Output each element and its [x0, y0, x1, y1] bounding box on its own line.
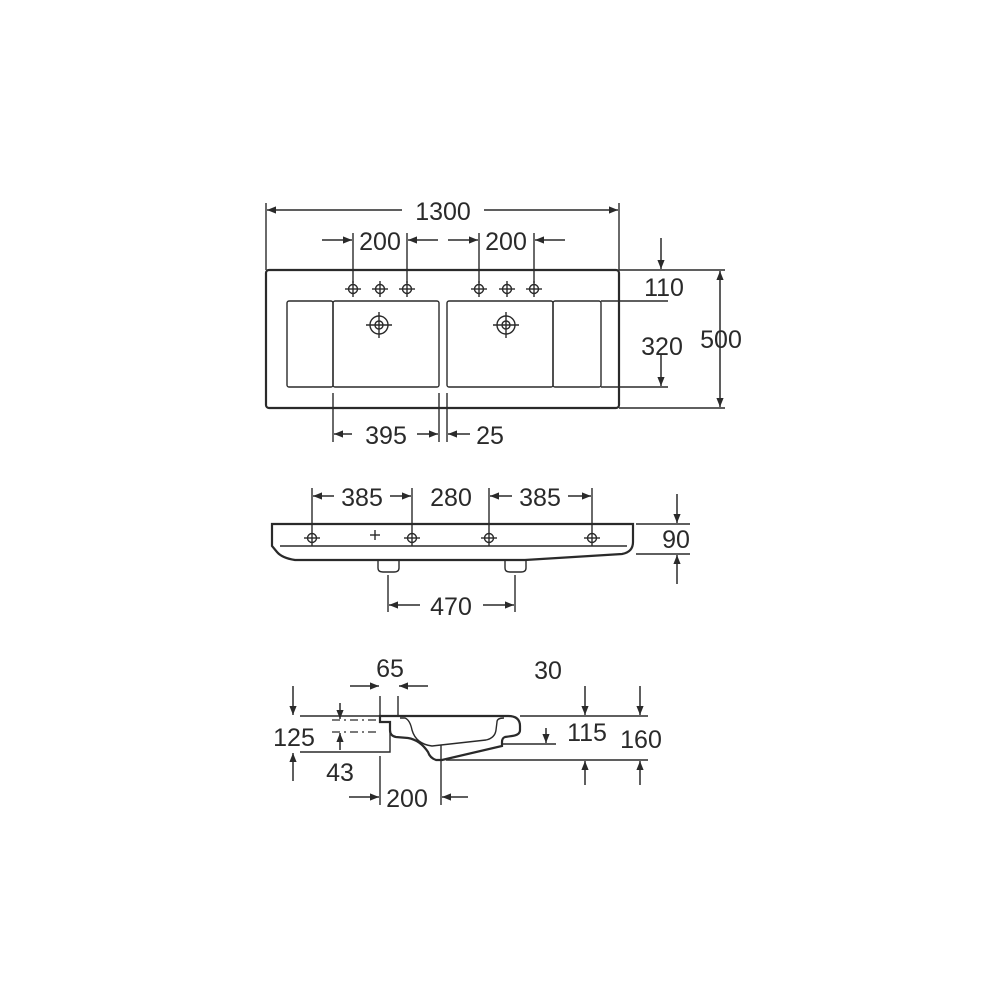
label-hole-offset-left: 385 — [341, 484, 383, 512]
front-view: 385 280 385 90 470 — [270, 484, 690, 621]
label-overall-height: 160 — [620, 726, 662, 754]
label-back-ledge: 110 — [644, 274, 684, 302]
left-drain-icon — [366, 312, 392, 338]
label-waste-spacing: 470 — [430, 593, 472, 621]
right-bowl — [446, 300, 554, 388]
label-overall-depth: 500 — [700, 326, 742, 354]
label-hole-offset-right: 385 — [519, 484, 561, 512]
label-bowl-width: 395 — [365, 422, 407, 450]
label-divider: 25 — [476, 422, 504, 450]
left-bowl — [332, 300, 440, 388]
label-hole-spacing-center: 280 — [430, 484, 472, 512]
label-bowl-depth: 320 — [641, 333, 683, 361]
label-bowl-height: 115 — [567, 719, 607, 747]
tap-hole-icons — [345, 281, 542, 297]
right-waste-outlet — [504, 560, 527, 573]
side-view: 65 30 125 43 115 160 200 — [273, 655, 662, 813]
label-top-to-fixing: 125 — [273, 724, 315, 752]
top-view: 1300 200 200 110 320 500 395 25 — [264, 198, 742, 450]
label-tap-spacing-left: 200 — [359, 228, 401, 256]
label-rim-offset: 65 — [376, 655, 404, 683]
basin-outline-side — [378, 714, 522, 762]
left-shelf — [286, 300, 334, 388]
right-shelf — [552, 300, 602, 388]
left-waste-outlet — [377, 560, 400, 573]
label-overall-width: 1300 — [415, 198, 471, 226]
basin-outline-top — [264, 268, 621, 410]
front-hole-icons — [304, 530, 600, 546]
label-fixing-height: 43 — [326, 759, 354, 787]
label-front-lip: 30 — [534, 657, 562, 685]
right-drain-icon — [493, 312, 519, 338]
basin-outline-front — [270, 522, 635, 562]
label-rim-height: 90 — [662, 526, 690, 554]
label-tap-spacing-right: 200 — [485, 228, 527, 256]
label-waste-offset: 200 — [386, 785, 428, 813]
